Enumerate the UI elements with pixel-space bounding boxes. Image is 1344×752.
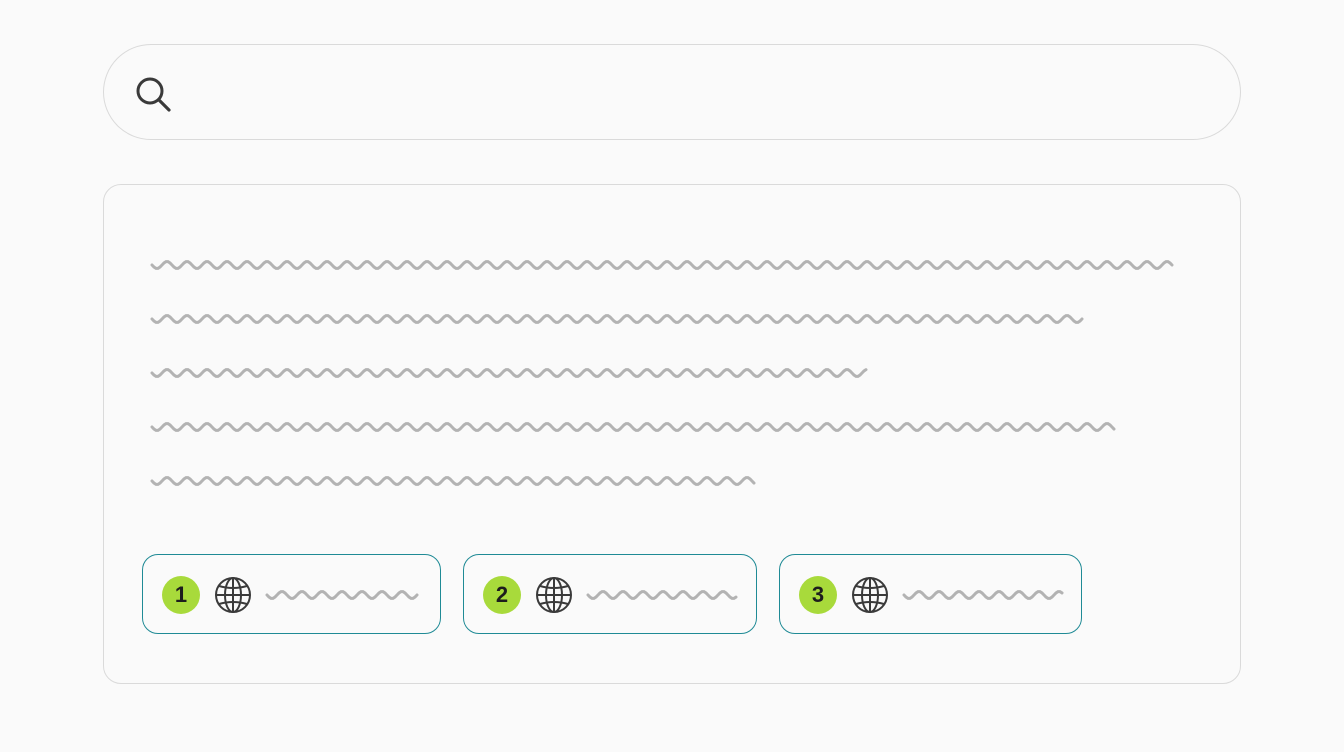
citation-number: 1 bbox=[162, 576, 200, 614]
search-bar[interactable] bbox=[103, 44, 1241, 140]
answer-line-4 bbox=[150, 422, 1116, 432]
citation-chip-2[interactable]: 2 bbox=[463, 554, 757, 634]
citation-chip-1[interactable]: 1 bbox=[142, 554, 441, 634]
globe-icon bbox=[215, 577, 251, 613]
citation-number: 3 bbox=[799, 576, 837, 614]
search-input[interactable] bbox=[188, 63, 1212, 123]
globe-icon bbox=[536, 577, 572, 613]
citation-source-placeholder bbox=[265, 590, 419, 600]
globe-icon bbox=[852, 577, 888, 613]
search-icon[interactable] bbox=[134, 75, 174, 115]
citation-source-placeholder bbox=[586, 590, 738, 600]
answer-text-placeholder bbox=[150, 260, 1174, 486]
citation-chip-3[interactable]: 3 bbox=[779, 554, 1082, 634]
answer-card: 1 2 bbox=[103, 184, 1241, 684]
answer-line-1 bbox=[150, 260, 1174, 270]
answer-line-3 bbox=[150, 368, 868, 378]
answer-line-2 bbox=[150, 314, 1084, 324]
answer-line-5 bbox=[150, 476, 756, 486]
citation-source-placeholder bbox=[902, 590, 1064, 600]
citation-number: 2 bbox=[483, 576, 521, 614]
